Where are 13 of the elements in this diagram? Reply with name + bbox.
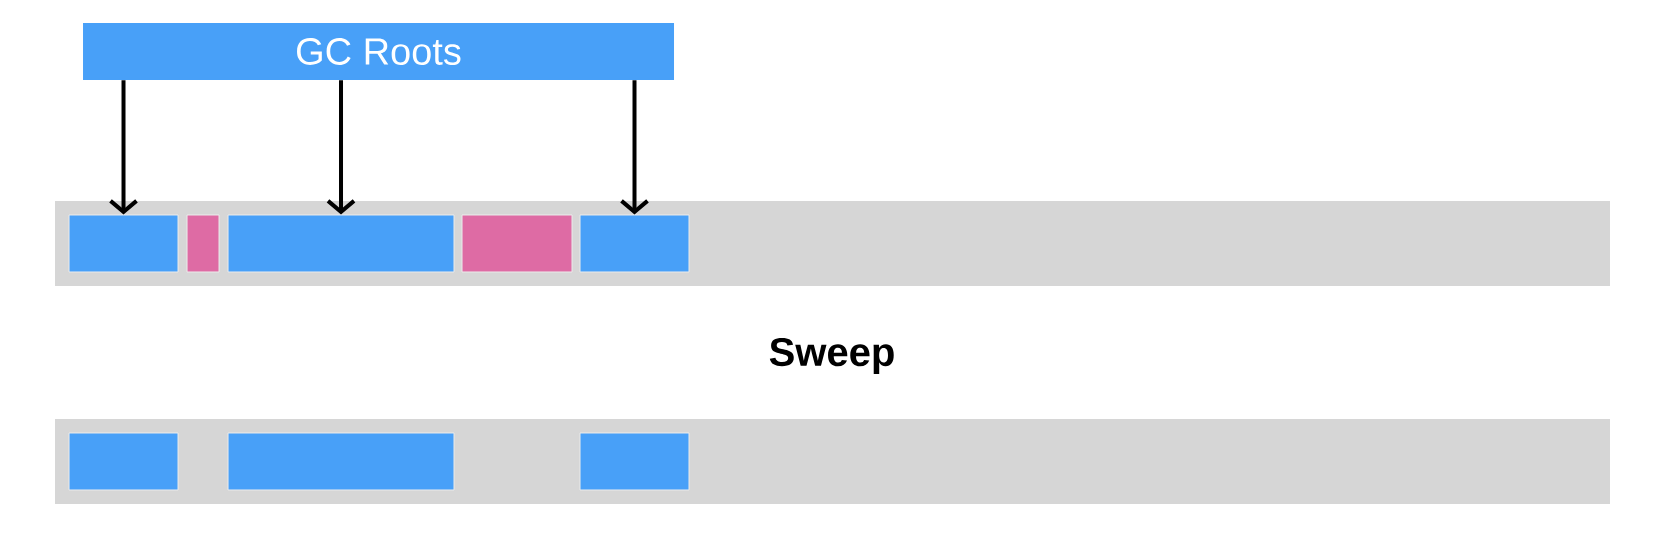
memory-block [227, 432, 455, 491]
memory-block [186, 214, 220, 273]
arrow [620, 80, 649, 215]
roots-box: GC Roots [83, 23, 674, 80]
arrow [326, 80, 356, 215]
memory-block [68, 214, 179, 273]
memory-block [579, 214, 690, 273]
memory-block [579, 432, 690, 491]
arrow [109, 80, 138, 215]
memory-block [227, 214, 455, 273]
memory-block [461, 214, 573, 273]
memory-block [68, 432, 179, 491]
stage-label: Sweep [769, 337, 894, 375]
